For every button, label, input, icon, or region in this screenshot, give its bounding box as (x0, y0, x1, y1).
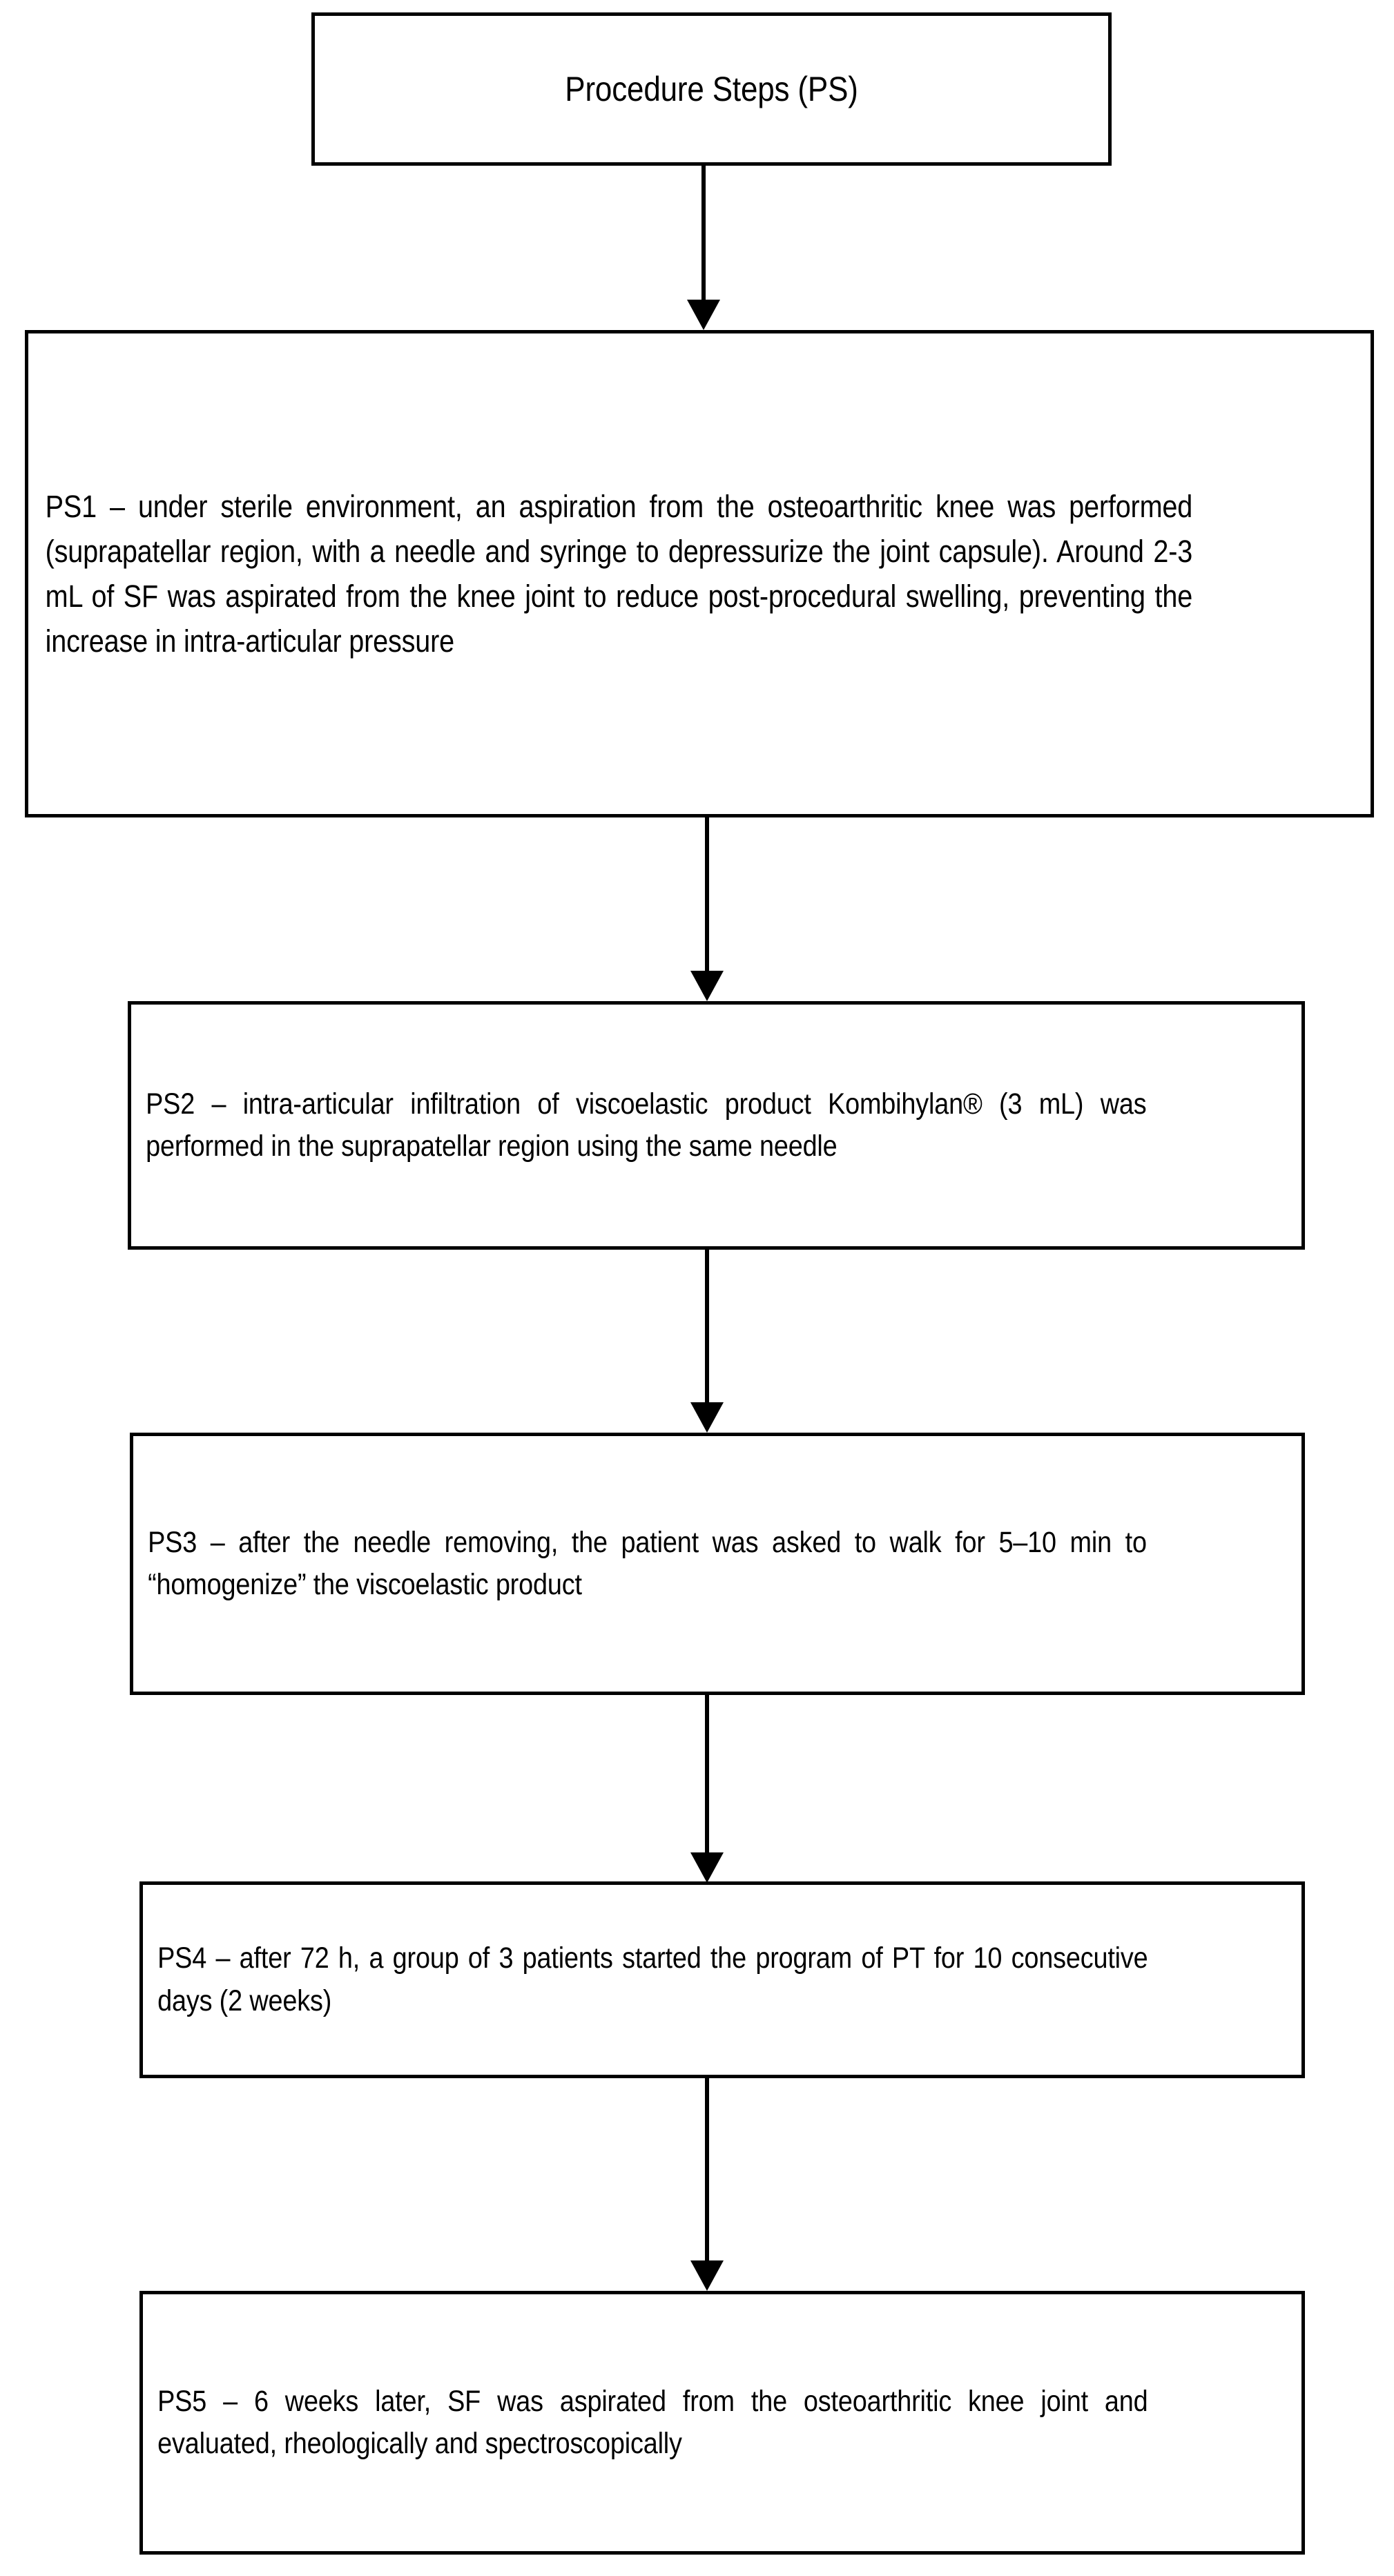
node-ps5-label: PS5 – 6 weeks later, SF was aspirated fr… (157, 2384, 1148, 2460)
node-ps4-label: PS4 – after 72 h, a group of 3 patients … (157, 1941, 1148, 2017)
flowchart-node-ps5: PS5 – 6 weeks later, SF was aspirated fr… (139, 2291, 1305, 2555)
flowchart-node-ps1: PS1 – under sterile environment, an aspi… (25, 330, 1374, 817)
arrowhead-down-icon (690, 1402, 724, 1433)
node-ps3-label: PS3 – after the needle removing, the pat… (148, 1525, 1147, 1601)
node-title-label: Procedure Steps (PS) (565, 69, 858, 108)
connector-stem (705, 2078, 709, 2262)
connector-stem (705, 817, 709, 972)
connector-stem (701, 166, 706, 301)
flowchart-node-title: Procedure Steps (PS) (311, 12, 1112, 166)
arrowhead-down-icon (690, 2260, 724, 2291)
flowchart-node-ps3: PS3 – after the needle removing, the pat… (130, 1433, 1305, 1695)
node-ps1-label: PS1 – under sterile environment, an aspi… (45, 488, 1193, 659)
flowchart-node-ps2: PS2 – intra-articular infiltration of vi… (128, 1001, 1305, 1250)
arrowhead-down-icon (687, 300, 720, 330)
connector-stem (705, 1250, 709, 1404)
connector-stem (705, 1695, 709, 1854)
flowchart-node-ps4: PS4 – after 72 h, a group of 3 patients … (139, 1881, 1305, 2078)
node-ps2-label: PS2 – intra-articular infiltration of vi… (146, 1087, 1147, 1163)
arrowhead-down-icon (690, 1852, 724, 1883)
arrowhead-down-icon (690, 971, 724, 1001)
